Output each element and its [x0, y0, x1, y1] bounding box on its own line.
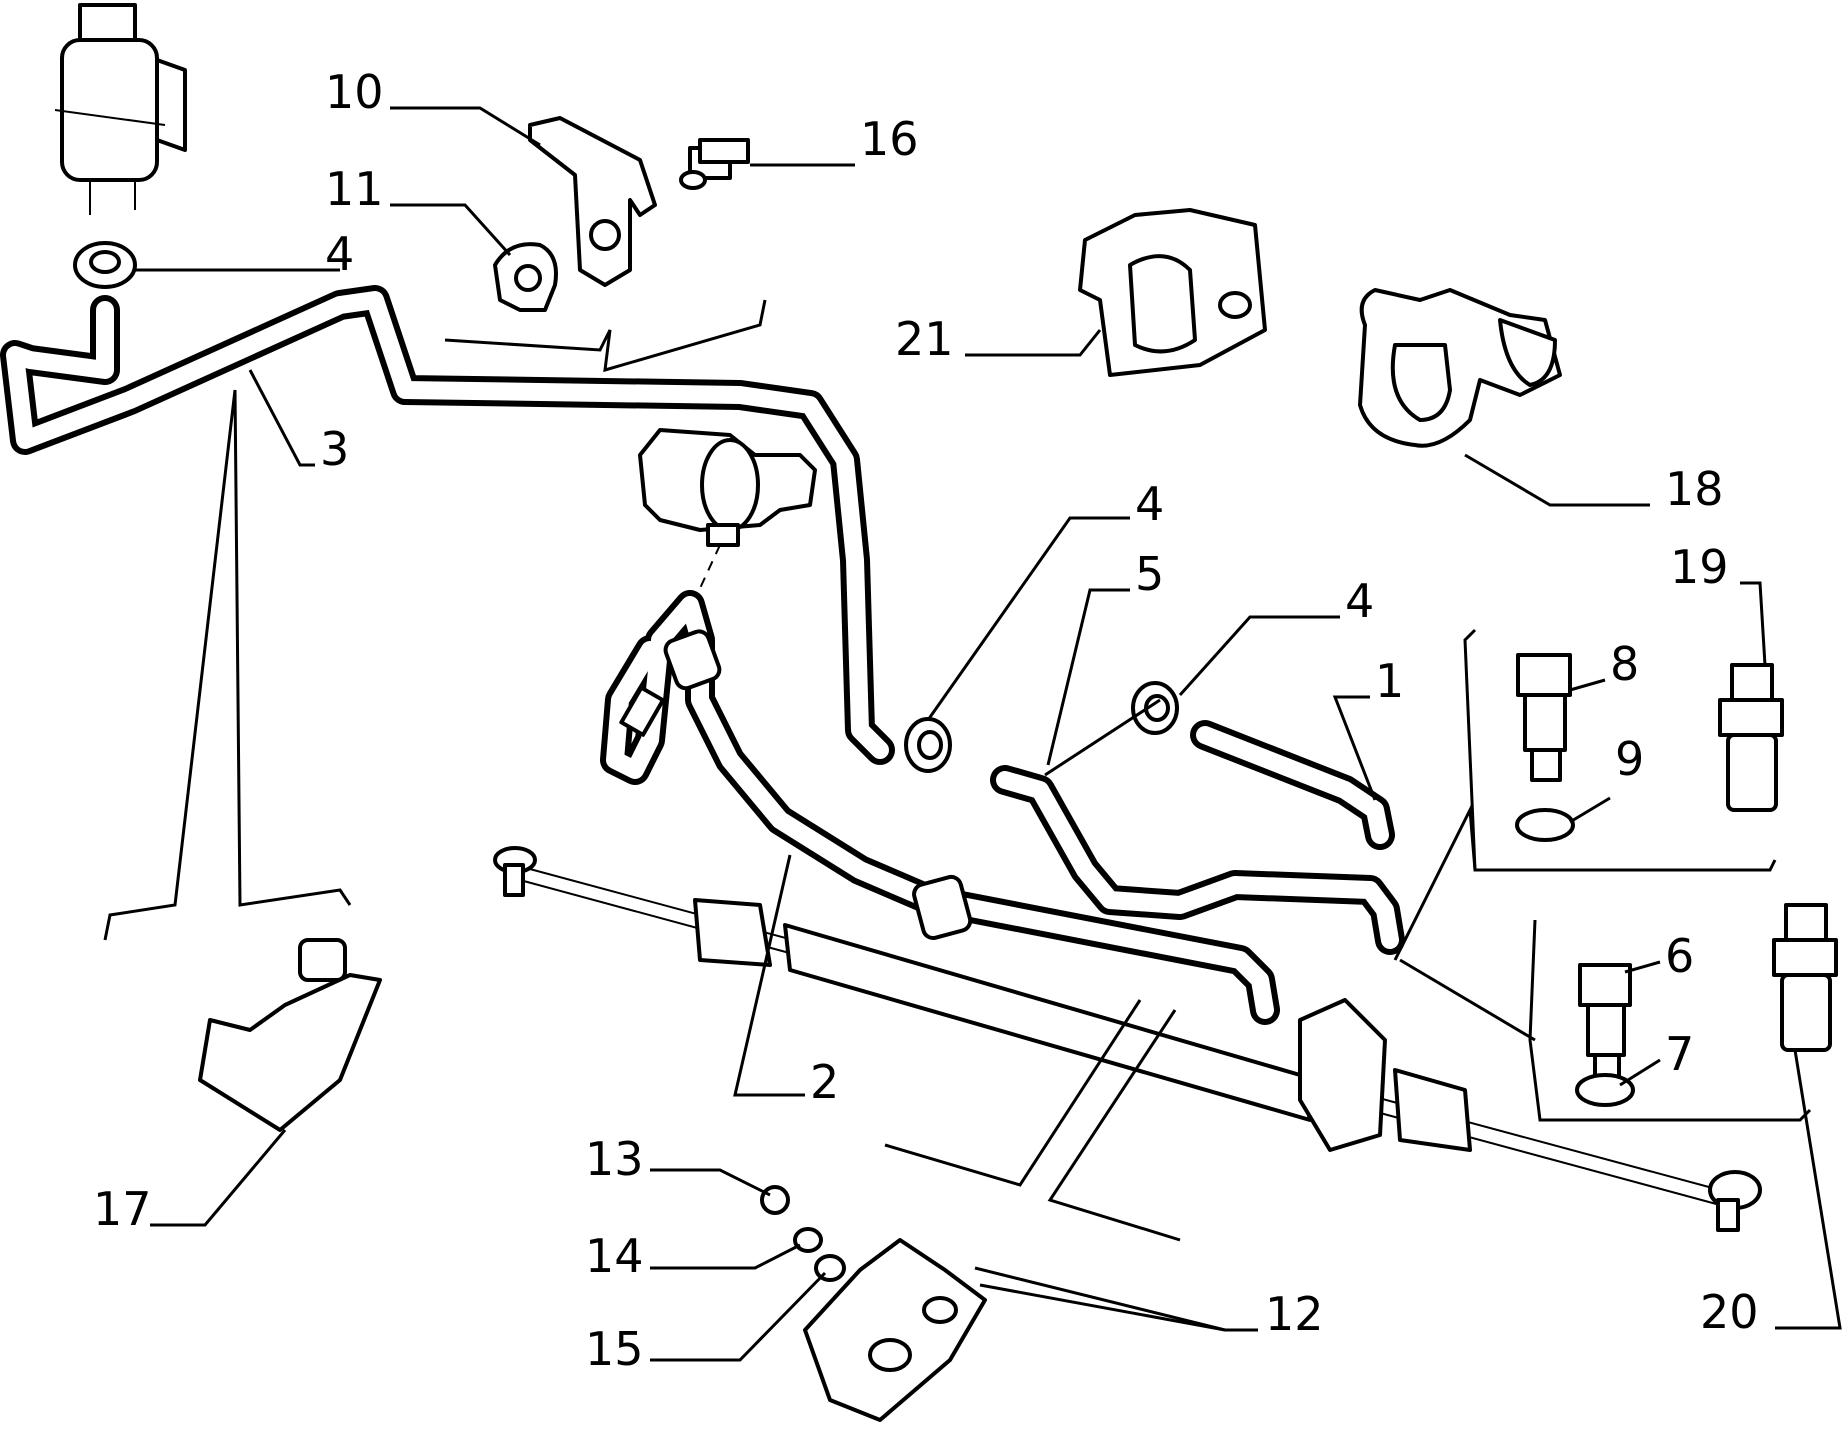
- callout-3: 3: [320, 422, 349, 476]
- callout-13: 13: [585, 1132, 644, 1186]
- callout-5: 5: [1135, 547, 1164, 601]
- washer-spring: [793, 1227, 823, 1253]
- adapter-fitting-lower: [1772, 903, 1838, 1052]
- hose-clamp-upper: [73, 241, 137, 289]
- union-bolt-lower: [1578, 963, 1632, 1087]
- callout-6: 6: [1665, 929, 1694, 983]
- callout-1: 1: [1375, 654, 1404, 708]
- callout-19: 19: [1670, 540, 1729, 594]
- double-hose-clip: [1358, 288, 1562, 448]
- rack-mounting-clamp: [803, 1238, 987, 1422]
- callout-17: 17: [93, 1182, 152, 1236]
- callout-16: 16: [860, 112, 919, 166]
- hose-clamp-middle: [904, 717, 952, 773]
- callout-21: 21: [895, 312, 954, 366]
- callout-9: 9: [1615, 732, 1644, 786]
- mounting-bracket: [528, 116, 657, 287]
- callout-11: 11: [325, 162, 384, 216]
- callout-4-middle: 4: [1135, 477, 1164, 531]
- callout-labels: 1 2 3 4 4 4 5 6 7 8 9 10 11 12 13 14 15 …: [93, 65, 1759, 1376]
- sealing-washer-upper: [1515, 808, 1575, 842]
- pressure-hose: [600, 590, 1280, 1025]
- fluid-reservoir: [54, 3, 187, 215]
- callout-15: 15: [585, 1322, 644, 1376]
- union-bolt-upper: [1516, 653, 1572, 782]
- hose-support-clip: [1078, 208, 1267, 377]
- callout-18: 18: [1665, 462, 1724, 516]
- rack-support-bracket: [198, 938, 382, 1132]
- adapter-fitting-upper: [1718, 663, 1784, 812]
- callout-20: 20: [1700, 1285, 1759, 1339]
- hose-section: [1190, 720, 1395, 850]
- connector-fitting: [679, 138, 750, 190]
- callout-4-upper: 4: [325, 227, 354, 281]
- callout-8: 8: [1610, 637, 1639, 691]
- power-steering-pump: [638, 428, 817, 611]
- hose-clip-small: [493, 242, 558, 312]
- callout-2: 2: [810, 1055, 839, 1109]
- steering-rack: [493, 846, 1762, 1232]
- group-lines: [103, 299, 1812, 1242]
- callout-4-right: 4: [1345, 574, 1374, 628]
- callout-14: 14: [585, 1229, 644, 1283]
- callout-10: 10: [325, 65, 384, 119]
- hose-clamp-right: [1131, 681, 1179, 735]
- sealing-washer-lower: [1575, 1073, 1635, 1107]
- return-hose-short: [990, 765, 1405, 955]
- return-hose: [0, 285, 895, 765]
- leader-lines: [135, 106, 1842, 1362]
- callout-7: 7: [1665, 1027, 1694, 1081]
- callout-12: 12: [1265, 1287, 1324, 1341]
- nut: [760, 1185, 790, 1215]
